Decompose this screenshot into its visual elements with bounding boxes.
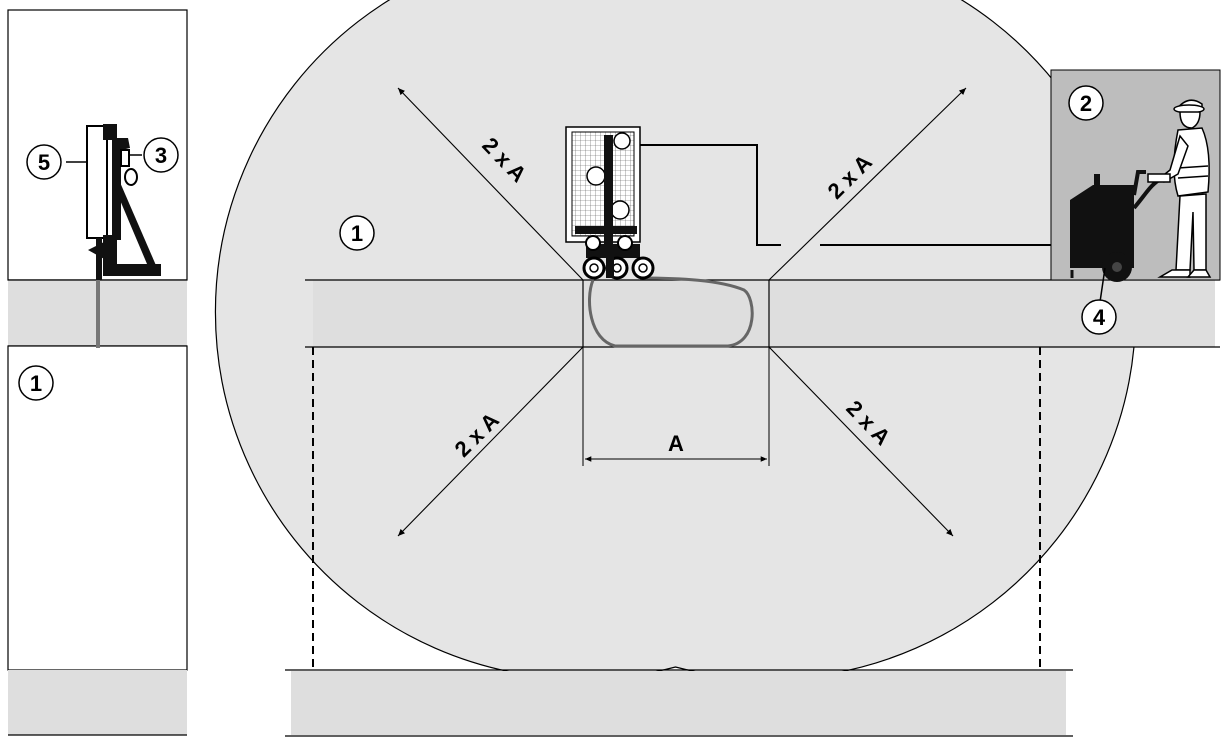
svg-text:1: 1 — [30, 371, 42, 396]
callout-1-side: 1 — [18, 365, 54, 401]
diag-ur — [768, 87, 967, 281]
wall-slab-right-ext — [1040, 280, 1215, 347]
wire-saw-machine-icon — [565, 126, 655, 280]
svg-text:2: 2 — [1080, 91, 1092, 116]
dimension-a-label: A — [668, 431, 684, 456]
wall-slab — [313, 280, 1040, 347]
svg-text:3: 3 — [155, 143, 167, 168]
svg-text:5: 5 — [38, 150, 50, 175]
bottom-slab — [291, 671, 1066, 735]
callout-5-side: 5 — [26, 144, 62, 180]
diag-ul — [397, 87, 584, 281]
svg-text:1: 1 — [351, 221, 363, 246]
saw-cut-slot — [96, 280, 100, 348]
callout-2-plan: 2 — [1068, 85, 1104, 121]
side-view: 5 3 1 — [7, 9, 188, 736]
callout-1-plan: 1 — [339, 215, 375, 251]
operator-person-icon — [1147, 99, 1212, 278]
callout-4-plan: 4 — [1081, 299, 1117, 335]
wire-saw-side-icon — [86, 124, 161, 280]
diag-ll — [397, 346, 584, 537]
floor-slab-lower — [8, 670, 187, 735]
saw-wire-loop — [588, 263, 754, 348]
control-unit-icon — [1070, 170, 1164, 282]
callout-3-side: 3 — [143, 137, 179, 173]
control-cable — [640, 144, 781, 246]
diag-lr — [768, 346, 954, 537]
svg-text:4: 4 — [1093, 305, 1106, 330]
